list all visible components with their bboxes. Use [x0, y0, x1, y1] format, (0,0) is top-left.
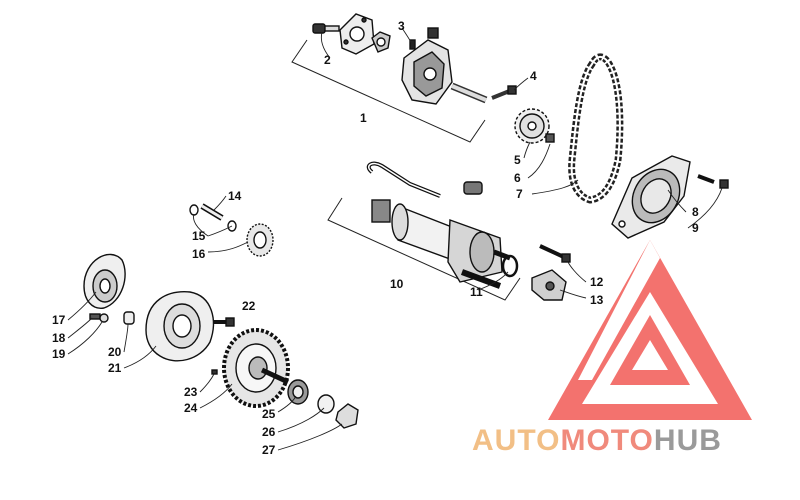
callout-12: 12 — [590, 275, 604, 289]
callout-5: 5 — [514, 153, 521, 167]
starter-motor-part-10 — [366, 161, 511, 289]
callout-27: 27 — [262, 443, 276, 457]
sprocket-part-5 — [514, 108, 550, 144]
leader-3 — [401, 27, 413, 45]
callout-8: 8 — [692, 205, 699, 219]
bolt-part-12 — [539, 244, 571, 263]
watermark-word-auto: AUTO — [472, 424, 560, 457]
oil-pump-body — [401, 27, 453, 105]
leader-lines — [67, 27, 723, 451]
bolt-part-22 — [214, 317, 235, 327]
callout-11: 11 — [470, 285, 483, 299]
callout-6: 6 — [514, 171, 521, 185]
group-brackets — [291, 39, 521, 301]
leader-5 — [523, 141, 531, 159]
starter-driven-gear-part-24 — [222, 328, 290, 408]
nut-part-6 — [545, 133, 555, 143]
callout-24: 24 — [184, 401, 198, 415]
leader-4 — [513, 77, 529, 91]
leader-17 — [67, 291, 97, 321]
leader-19 — [67, 321, 103, 355]
leader-24 — [199, 383, 233, 409]
callout-7: 7 — [516, 187, 523, 201]
leader-16 — [207, 241, 249, 253]
terminal-cap — [463, 181, 483, 195]
leader-9 — [687, 187, 723, 229]
idler-gear-part-16 — [246, 223, 274, 257]
starter-coupler-part-13 — [531, 269, 567, 301]
leader-14 — [213, 195, 227, 211]
leader-25 — [277, 395, 297, 413]
leader-7 — [531, 179, 579, 195]
callout-17: 17 — [52, 313, 66, 327]
leader-2 — [320, 31, 331, 59]
key-part-23 — [211, 369, 218, 375]
timing-chain-part-7 — [568, 53, 624, 204]
idler-shaft-part-14 — [200, 203, 224, 221]
leader-20 — [123, 323, 129, 353]
callout-1: 1 — [360, 111, 367, 125]
parts-upper — [312, 13, 555, 144]
callout-19: 19 — [52, 347, 66, 361]
pin-part-3 — [409, 39, 416, 50]
roller-part-19 — [99, 313, 109, 323]
callout-18: 18 — [52, 331, 66, 345]
watermark-word-moto: MOTO — [560, 424, 653, 457]
watermark-text: AUTOMOTOHUB — [472, 424, 722, 457]
leader-8 — [667, 189, 687, 213]
leader-6 — [527, 143, 551, 179]
pump-drive-shaft — [450, 82, 488, 104]
o-ring-part-11 — [501, 254, 519, 278]
pump-cover-plate — [339, 13, 375, 55]
leader-21 — [123, 345, 157, 369]
washer-part-15a — [189, 204, 199, 216]
watermark-logo — [548, 240, 752, 420]
leader-12 — [567, 261, 587, 283]
bolt-part-2 — [312, 23, 340, 34]
bracket-group-10 — [327, 197, 521, 301]
leader-26 — [277, 407, 325, 433]
leader-13 — [559, 289, 587, 299]
leader-23 — [199, 373, 215, 393]
callout-4: 4 — [530, 69, 537, 83]
starter-clutch-part-21 — [145, 291, 214, 362]
callout-23: 23 — [184, 385, 198, 399]
logo-triangle-slash — [578, 240, 660, 380]
leader-27 — [277, 423, 343, 451]
callout-13: 13 — [590, 293, 604, 307]
callout-14: 14 — [228, 189, 242, 203]
bracket-group-1 — [291, 39, 486, 143]
callout-20: 20 — [108, 345, 122, 359]
pump-rotor — [371, 31, 391, 53]
nut-part-27 — [335, 403, 359, 429]
connector — [371, 199, 391, 223]
callout-15: 15 — [192, 229, 206, 243]
callout-labels: 1 2 3 4 5 6 7 8 9 10 11 12 13 14 15 16 1… — [52, 19, 699, 457]
callout-25: 25 — [262, 407, 276, 421]
callout-2: 2 — [324, 53, 331, 67]
chain-guide-part-8 — [611, 155, 691, 239]
bolt-part-4 — [491, 85, 517, 100]
leader-18 — [67, 317, 93, 339]
logo-triangle-center — [632, 340, 668, 370]
callout-10: 10 — [390, 277, 404, 291]
callout-16: 16 — [192, 247, 206, 261]
leader-15 — [193, 213, 233, 237]
leader-11 — [477, 271, 509, 291]
watermark-word-hub: HUB — [654, 424, 722, 457]
callout-22: 22 — [242, 299, 256, 313]
roller-part-20 — [123, 311, 135, 325]
washer-part-26 — [317, 394, 335, 414]
clutch-plate-part-17 — [83, 253, 126, 309]
callout-26: 26 — [262, 425, 276, 439]
callout-3: 3 — [398, 19, 405, 33]
callout-21: 21 — [108, 361, 122, 375]
callout-9: 9 — [692, 221, 699, 235]
bearing-part-25 — [287, 379, 309, 405]
bolt-part-9 — [697, 174, 729, 189]
